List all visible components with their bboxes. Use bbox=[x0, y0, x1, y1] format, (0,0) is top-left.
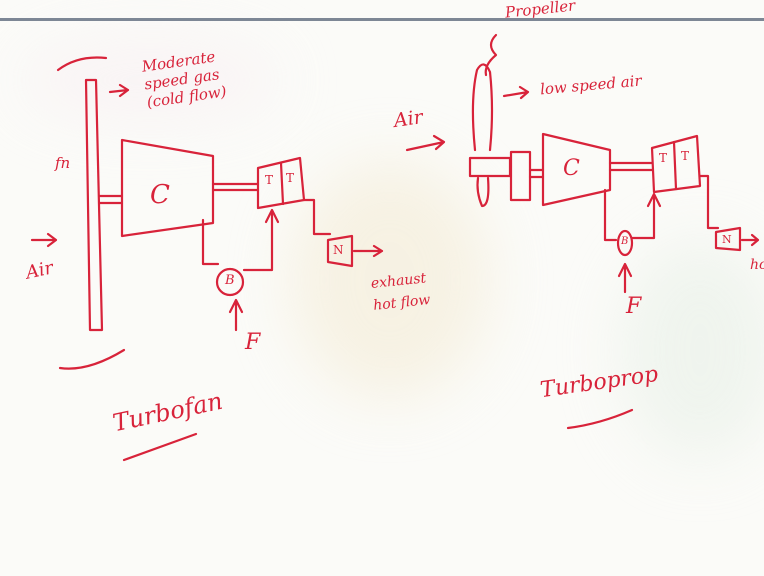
turbofan-underline bbox=[124, 434, 196, 460]
gearbox-to-compressor-shaft bbox=[530, 170, 543, 177]
exhaust-arrow bbox=[354, 246, 382, 256]
low-speed-arrow bbox=[504, 87, 528, 98]
gearbox-box bbox=[511, 152, 530, 200]
turbine-t-divider-tp bbox=[674, 142, 676, 189]
turbine-label-1: T bbox=[265, 174, 273, 186]
fuel-label-tp: F bbox=[626, 296, 641, 318]
fuel-arrow bbox=[230, 300, 242, 330]
turbine-to-nozzle-line-tp bbox=[700, 176, 718, 228]
compressor-to-burner-line-tp bbox=[605, 190, 616, 240]
fan-blade bbox=[86, 80, 102, 330]
fan-lower-arc bbox=[60, 350, 124, 369]
bypass-label: Moderate speed gas (cold flow) bbox=[141, 47, 228, 112]
propeller-hub bbox=[470, 158, 510, 176]
exhaust-arrow-tp bbox=[742, 235, 758, 245]
air-arrow-tp bbox=[407, 136, 444, 150]
nozzle-label-tp: N bbox=[722, 234, 732, 245]
turboprop-underline bbox=[568, 410, 632, 428]
air-label-turboprop: Air bbox=[393, 108, 424, 131]
fan-to-compressor-shaft bbox=[99, 196, 122, 203]
compressor-label-tp: C bbox=[563, 158, 580, 180]
exhaust-label-tp: ho bbox=[750, 258, 764, 272]
compressor-turbine-shaft bbox=[213, 184, 258, 190]
turbine-label-2: T bbox=[286, 172, 294, 184]
fuel-arrow-tp bbox=[619, 264, 631, 292]
propeller-curl bbox=[486, 35, 496, 75]
fan-label: fn bbox=[55, 156, 70, 171]
turbine-t-divider bbox=[281, 163, 283, 204]
compressor-turbine-shaft-tp bbox=[610, 163, 652, 170]
air-arrow bbox=[32, 234, 56, 246]
burner-label-tp: B bbox=[621, 237, 628, 247]
compressor-label: C bbox=[150, 182, 170, 208]
turbine-to-nozzle-line bbox=[304, 200, 330, 234]
compressor-to-burner-line bbox=[203, 220, 218, 264]
fan-upper-arc bbox=[58, 58, 106, 71]
turbine-label-tp-2: T bbox=[681, 150, 689, 162]
fuel-label: F bbox=[245, 332, 260, 354]
burner-label: B bbox=[225, 274, 235, 287]
bypass-arrow bbox=[110, 85, 128, 96]
propeller-blade bbox=[473, 64, 492, 150]
nozzle-label: N bbox=[333, 244, 344, 256]
turbine-label-tp-1: T bbox=[659, 152, 667, 164]
propeller-lower-blade bbox=[478, 178, 489, 206]
exhaust-label: exhaust hot flow bbox=[370, 267, 432, 317]
